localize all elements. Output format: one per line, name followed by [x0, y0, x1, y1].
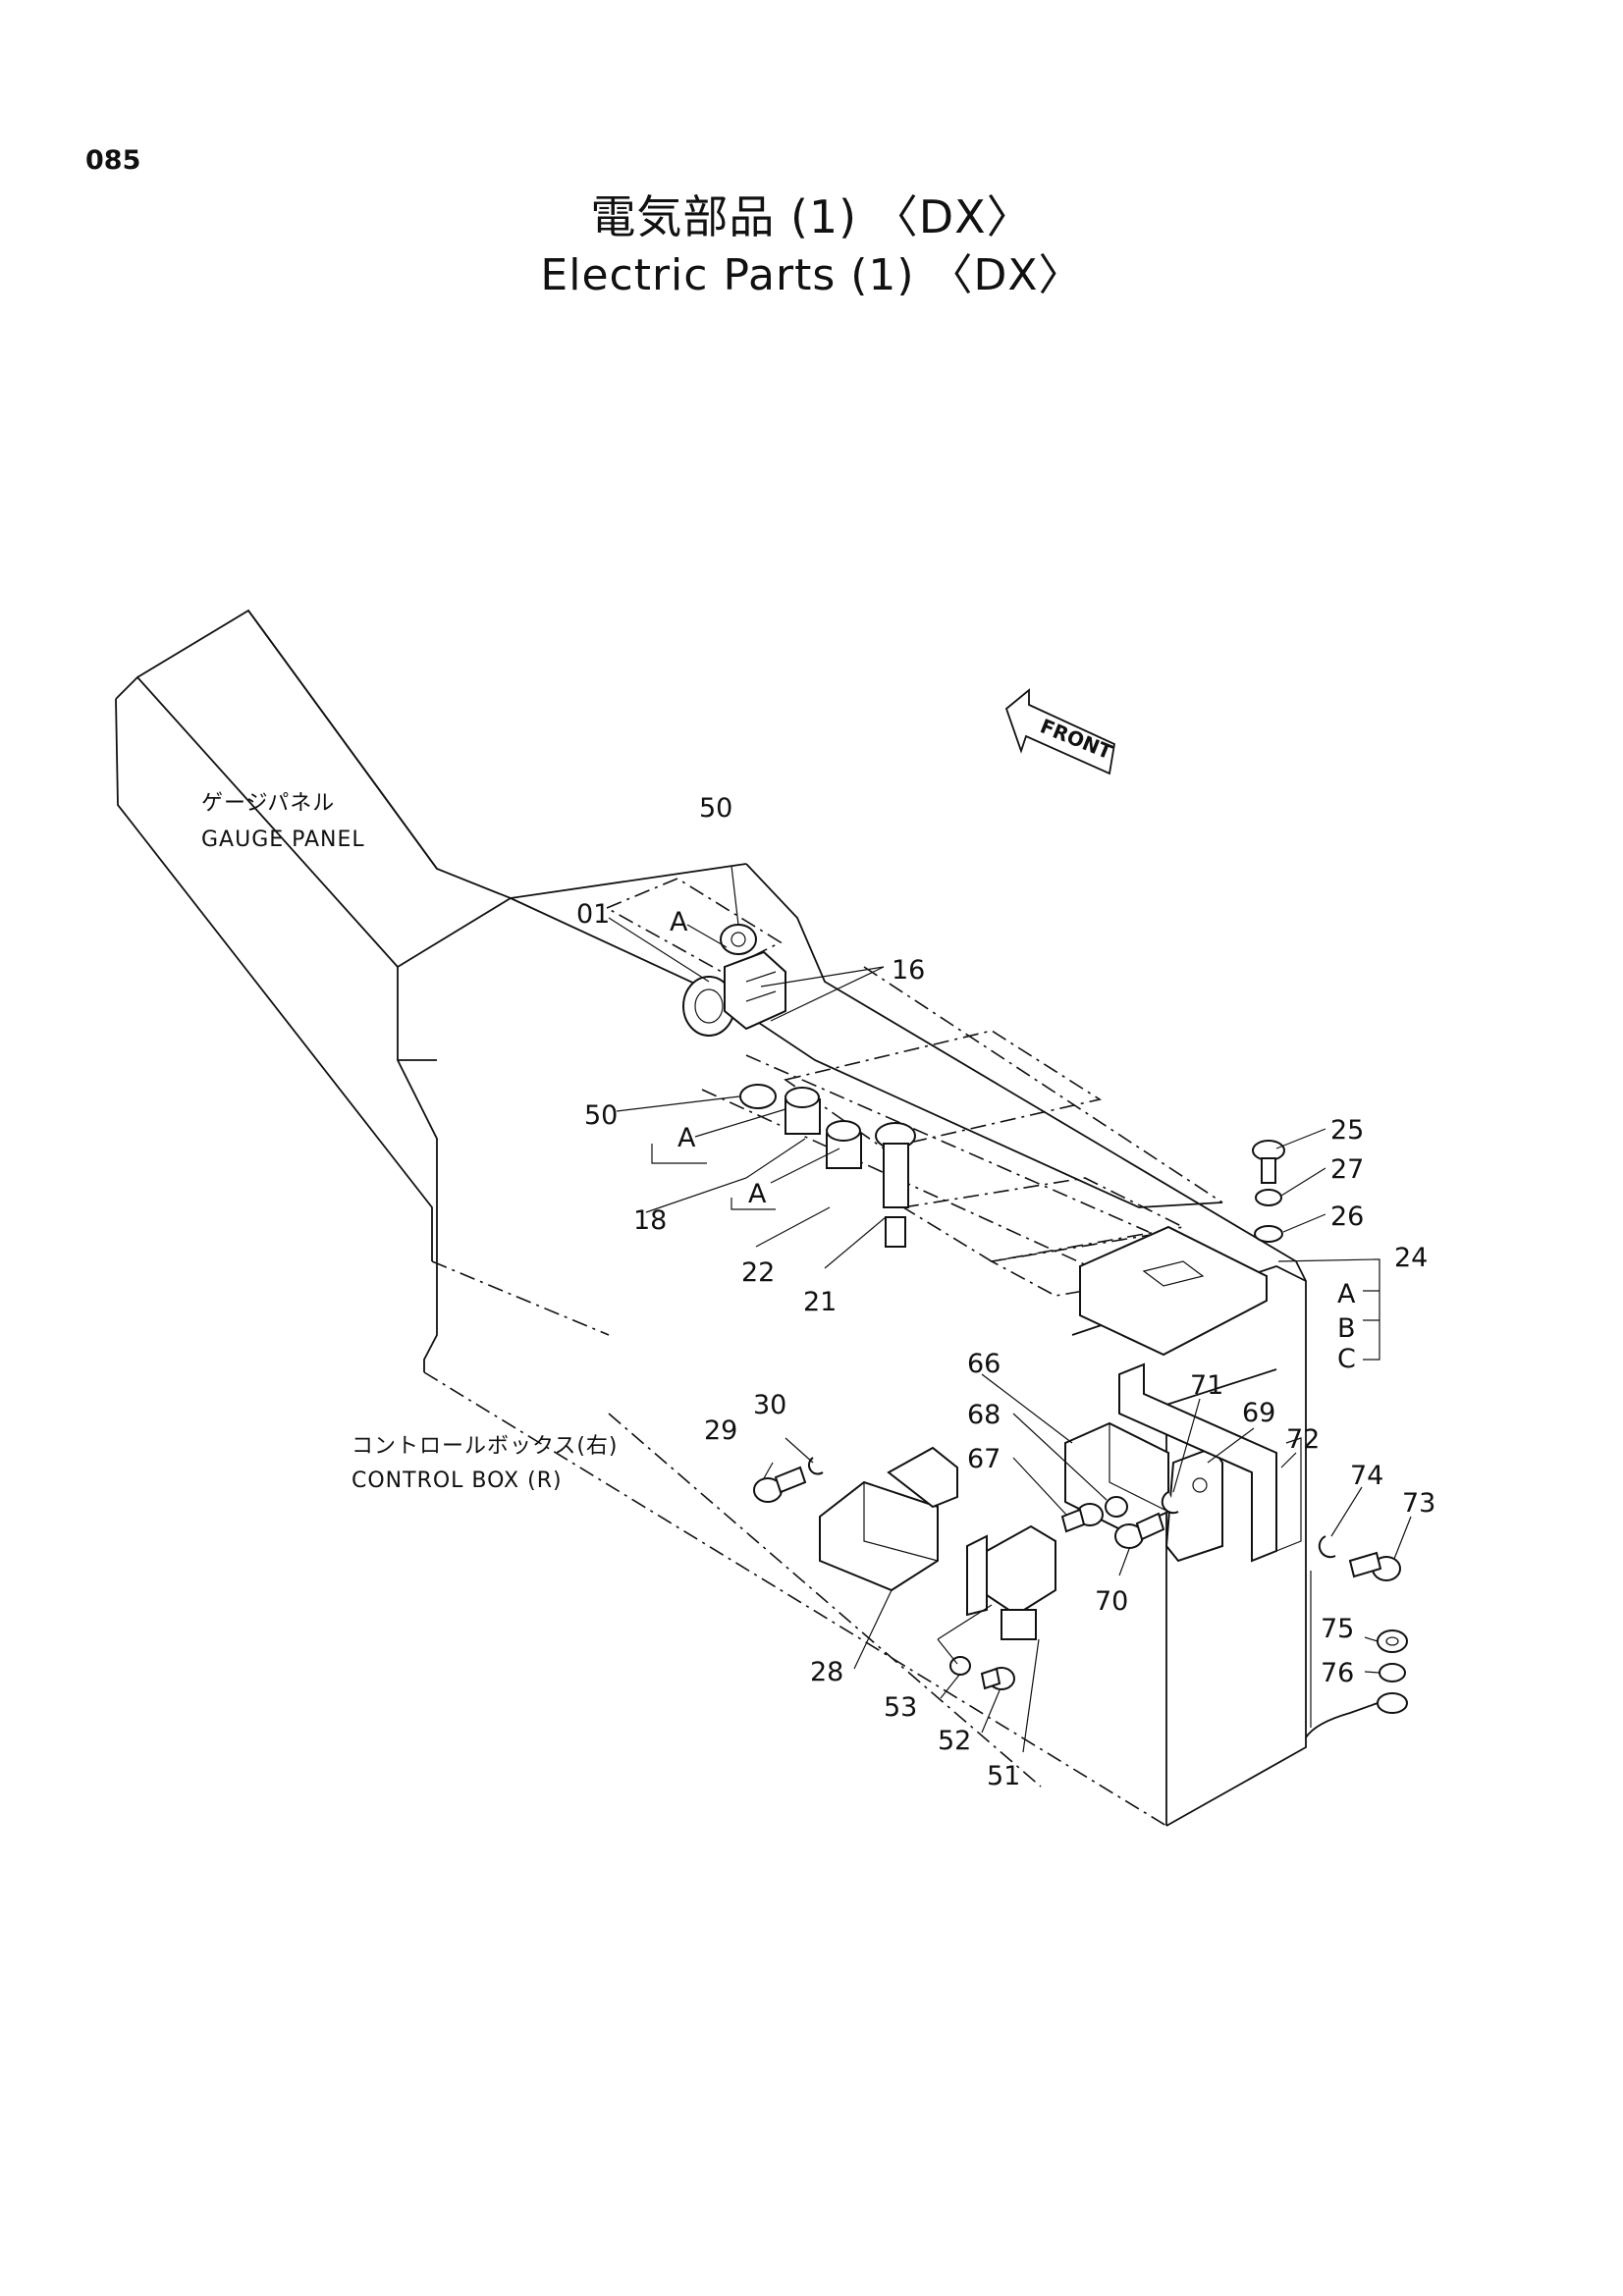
part-71-washer [1161, 1491, 1179, 1515]
page-number: 085 [85, 145, 141, 176]
front-label: FRONT [1037, 714, 1115, 764]
gauge-panel-label-ja: ゲージパネル [201, 791, 335, 816]
variant-b: B [1337, 1313, 1356, 1344]
callout-50-top: 50 [699, 793, 732, 824]
callout-30: 30 [753, 1390, 786, 1420]
part-67-screw [1060, 1503, 1104, 1533]
part-50-grommet-lower [739, 1084, 777, 1109]
callout-67: 67 [967, 1444, 1001, 1474]
console-body [115, 609, 1307, 1372]
part-76-washer [1379, 1663, 1406, 1682]
part-75-nut [1377, 1629, 1408, 1653]
callout-51: 51 [987, 1761, 1020, 1791]
callouts: 01 50 16 50 18 22 21 25 27 26 24 66 68 6… [576, 793, 1435, 1791]
callout-71: 71 [1190, 1370, 1223, 1401]
part-21-switch [875, 1122, 916, 1248]
callout-72: 72 [1286, 1424, 1320, 1455]
callout-70: 70 [1095, 1586, 1128, 1617]
part-25-screw [1252, 1140, 1285, 1184]
callout-75: 75 [1321, 1614, 1354, 1644]
ground-terminal [1305, 1571, 1408, 1738]
control-box-label-ja: コントロールボックス(右) [352, 1434, 619, 1459]
variant-c: C [1337, 1344, 1356, 1374]
region-labels: ゲージパネル GAUGE PANEL コントロールボックス(右) CONTROL… [201, 791, 619, 1493]
part-52-screw [980, 1667, 1015, 1690]
control-box [423, 966, 1307, 1827]
page-title-japanese: 電気部品 (1) 〈DX〉 [590, 190, 1033, 243]
part-51-relay [966, 1524, 1056, 1640]
part-69-bracket [1164, 1446, 1223, 1563]
callout-16: 16 [892, 955, 925, 986]
front-arrow-icon: FRONT [1004, 688, 1115, 775]
part-72-bracket [1118, 1362, 1302, 1563]
callout-26: 26 [1330, 1201, 1364, 1232]
part-18-knob [784, 1087, 821, 1135]
callout-50-lower: 50 [584, 1100, 618, 1131]
part-28-relay [819, 1446, 958, 1592]
part-68-washer [1105, 1496, 1128, 1518]
callout-69: 69 [1242, 1398, 1275, 1428]
callout-25: 25 [1330, 1115, 1364, 1146]
part-73-screw [1348, 1551, 1401, 1581]
callout-73: 73 [1402, 1488, 1435, 1519]
callout-01: 01 [576, 899, 610, 930]
callout-22: 22 [741, 1257, 775, 1288]
part-26-washer [1254, 1225, 1283, 1243]
callout-66: 66 [967, 1349, 1001, 1379]
variant-letters: A A A A B C [670, 907, 1356, 1374]
control-box-label-en: CONTROL BOX (R) [352, 1468, 563, 1493]
callout-27: 27 [1330, 1154, 1364, 1185]
callout-18: 18 [633, 1205, 667, 1236]
callout-21: 21 [803, 1287, 837, 1317]
gauge-panel-label-en: GAUGE PANEL [201, 828, 365, 852]
variant-a-1: A [670, 907, 688, 937]
part-22-knob [826, 1120, 862, 1169]
callout-53: 53 [884, 1692, 917, 1723]
part-74-washer [1318, 1535, 1336, 1559]
callout-52: 52 [938, 1726, 971, 1756]
callout-76: 76 [1321, 1658, 1354, 1688]
part-16-switch [724, 950, 786, 1031]
variant-a-4: A [1337, 1279, 1356, 1309]
variant-a-3: A [748, 1179, 767, 1209]
part-70-screw [1114, 1512, 1165, 1549]
callout-68: 68 [967, 1400, 1001, 1430]
leader-lines [608, 865, 1412, 1753]
callout-24: 24 [1394, 1243, 1428, 1273]
part-24-switch-box [1079, 1225, 1268, 1357]
callout-28: 28 [810, 1657, 843, 1687]
callout-74: 74 [1350, 1461, 1383, 1491]
page-title-english: Electric Parts (1) 〈DX〉 [540, 250, 1083, 300]
variant-a-2: A [677, 1123, 696, 1153]
part-50-grommet-top [720, 924, 757, 955]
part-27-washer [1255, 1189, 1282, 1206]
callout-29: 29 [704, 1415, 737, 1446]
part-29-screw [753, 1466, 807, 1503]
